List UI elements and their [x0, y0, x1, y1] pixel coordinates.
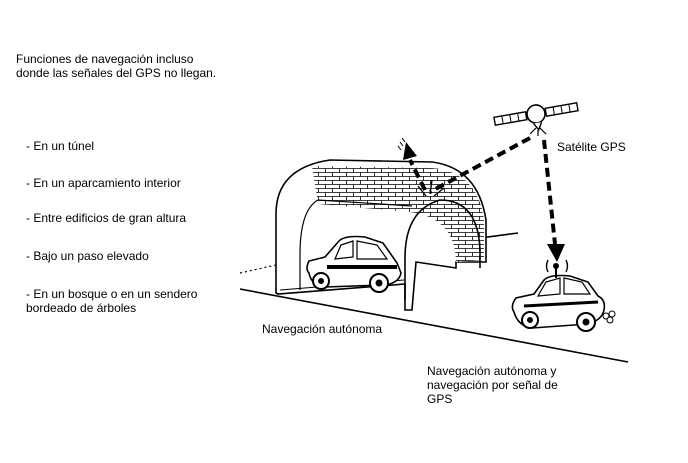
deflect-marks: [397, 137, 406, 151]
intro-text: Funciones de navegación incluso donde la…: [16, 52, 217, 80]
satellite-icon: [493, 101, 579, 132]
label-autonomous-navigation: Navegación autónoma: [262, 322, 383, 336]
list-item-tunnel: - En un túnel: [26, 139, 95, 153]
label-gps-satellite: Satélite GPS: [557, 140, 626, 154]
arrowhead-down: [547, 244, 565, 262]
arrowhead-deflected: [403, 142, 417, 160]
car-icon: [306, 235, 402, 293]
list-item-forest: - En un bosque o en un sendero bordeado …: [26, 287, 198, 315]
list-item-tall-buildings: - Entre edificios de gran altura: [26, 211, 187, 225]
list-item-overpass: - Bajo un paso elevado: [26, 249, 149, 263]
signal-arrow-icon: [408, 136, 557, 245]
satellite-rays: [529, 127, 547, 136]
label-combined-navigation: Navegación autónoma y navegación por señ…: [427, 364, 558, 406]
blocked-signal-burst: [417, 179, 445, 197]
car-icon: [511, 263, 616, 332]
list-item-indoor-parking: - En un aparcamiento interior: [26, 176, 181, 190]
signal-waves: [545, 259, 569, 273]
